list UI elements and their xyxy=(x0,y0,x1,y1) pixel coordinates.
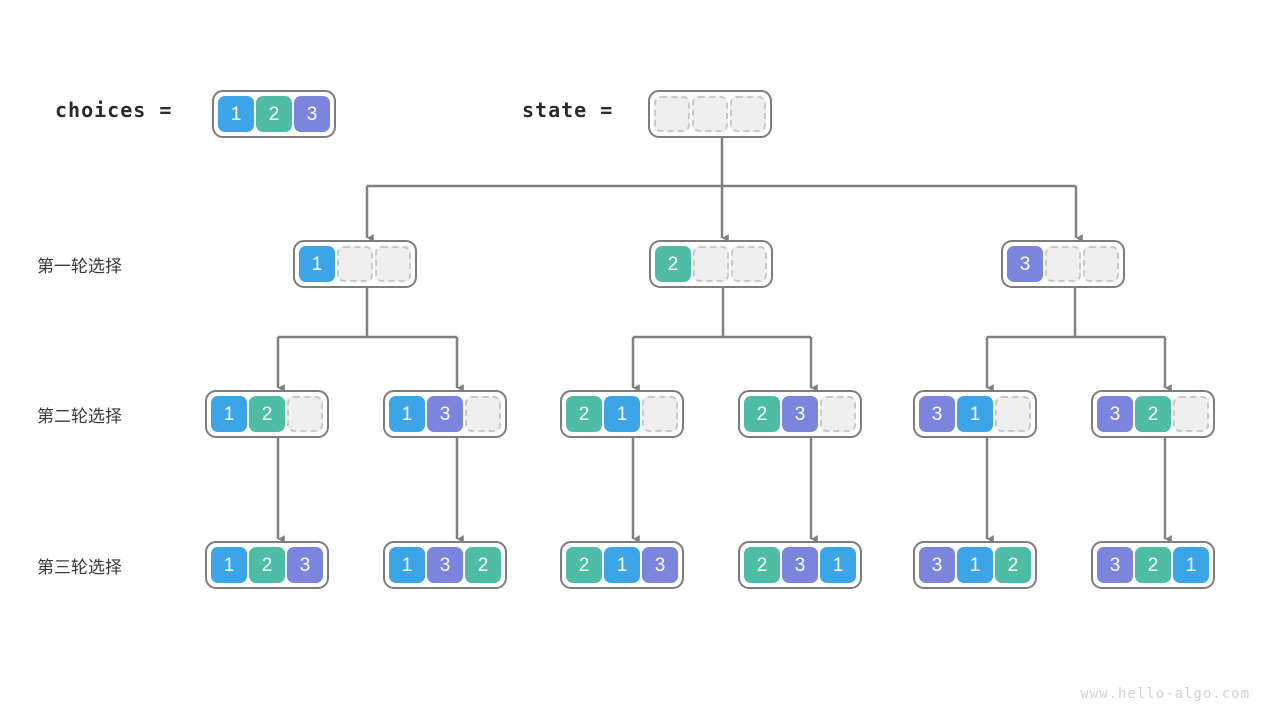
array-cell: 2 xyxy=(249,547,285,583)
array-cell: 2 xyxy=(655,246,691,282)
level1-array-3: 3 xyxy=(1001,240,1125,288)
array-cell: 1 xyxy=(389,547,425,583)
array-cell: 1 xyxy=(820,547,856,583)
row-label-round-1: 第一轮选择 xyxy=(37,257,122,276)
array-cell-empty xyxy=(995,396,1031,432)
array-cell-empty xyxy=(1045,246,1081,282)
array-cell: 3 xyxy=(1097,547,1133,583)
array-cell: 1 xyxy=(389,396,425,432)
array-cell: 2 xyxy=(744,547,780,583)
array-cell: 3 xyxy=(1097,396,1133,432)
watermark: www.hello-algo.com xyxy=(1080,686,1250,702)
array-cell-empty xyxy=(375,246,411,282)
choices-label: choices = xyxy=(55,98,173,122)
array-cell: 3 xyxy=(782,547,818,583)
state-array xyxy=(648,90,772,138)
array-cell-empty xyxy=(654,96,690,132)
array-cell-empty xyxy=(1173,396,1209,432)
array-cell: 2 xyxy=(566,547,602,583)
array-cell: 1 xyxy=(1173,547,1209,583)
array-cell-empty xyxy=(693,246,729,282)
array-cell: 1 xyxy=(211,547,247,583)
array-cell-empty xyxy=(337,246,373,282)
array-cell: 3 xyxy=(642,547,678,583)
array-cell: 2 xyxy=(995,547,1031,583)
array-cell: 1 xyxy=(957,547,993,583)
array-cell: 2 xyxy=(465,547,501,583)
array-cell: 1 xyxy=(957,396,993,432)
array-cell: 2 xyxy=(566,396,602,432)
array-cell-empty xyxy=(1083,246,1119,282)
array-cell: 3 xyxy=(427,396,463,432)
array-cell: 1 xyxy=(299,246,335,282)
array-cell-empty xyxy=(465,396,501,432)
array-cell: 1 xyxy=(604,547,640,583)
array-cell: 3 xyxy=(919,547,955,583)
array-cell: 2 xyxy=(1135,547,1171,583)
array-cell-empty xyxy=(730,96,766,132)
array-cell: 3 xyxy=(287,547,323,583)
state-label: state = xyxy=(522,98,614,122)
array-cell: 3 xyxy=(1007,246,1043,282)
level1-array-2: 2 xyxy=(649,240,773,288)
level1-array-1: 1 xyxy=(293,240,417,288)
array-cell-empty xyxy=(642,396,678,432)
array-cell-empty xyxy=(692,96,728,132)
array-cell-empty xyxy=(287,396,323,432)
array-cell: 3 xyxy=(294,96,330,132)
array-cell: 2 xyxy=(1135,396,1171,432)
array-cell: 3 xyxy=(782,396,818,432)
array-cell: 2 xyxy=(744,396,780,432)
array-cell: 3 xyxy=(919,396,955,432)
array-cell: 3 xyxy=(427,547,463,583)
array-cell: 2 xyxy=(249,396,285,432)
array-cell: 1 xyxy=(604,396,640,432)
array-cell-empty xyxy=(731,246,767,282)
array-cell-empty xyxy=(820,396,856,432)
array-cell: 2 xyxy=(256,96,292,132)
row-label-round-2: 第二轮选择 xyxy=(37,407,122,426)
array-cell: 1 xyxy=(211,396,247,432)
row-label-round-3: 第三轮选择 xyxy=(37,558,122,577)
array-cell: 1 xyxy=(218,96,254,132)
